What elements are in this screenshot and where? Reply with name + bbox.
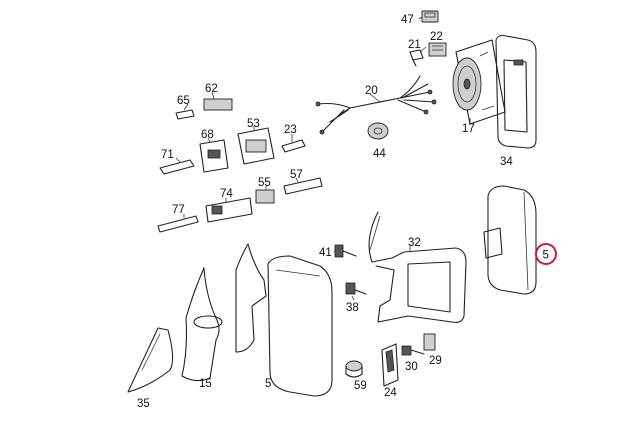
part-30-screw: [401, 345, 425, 356]
label-17: 17: [462, 123, 475, 135]
part-34-glass: [495, 34, 537, 149]
label-53: 53: [247, 118, 260, 130]
label-74: 74: [220, 188, 233, 200]
part-5-mirror-assembly-lower: [235, 243, 333, 397]
label-55: 55: [258, 177, 271, 189]
part-24-plate: [381, 343, 399, 387]
part-53-connector: [237, 127, 275, 165]
label-77: 77: [172, 204, 185, 216]
label-59: 59: [354, 380, 367, 392]
part-17-adjuster: [452, 39, 506, 125]
part-57-terminal: [283, 177, 323, 195]
part-44-grommet: [367, 122, 389, 140]
part-68-connector: [199, 139, 229, 173]
part-77-terminal: [157, 215, 199, 233]
part-23-clip: [281, 139, 306, 153]
label-32: 32: [408, 237, 421, 249]
part-74-plug: [205, 197, 253, 223]
part-71-terminal: [159, 159, 195, 175]
part-47-connector: [421, 10, 439, 23]
leader-lines: [175, 16, 471, 301]
part-5-mirror-housing-upper: [483, 185, 537, 295]
part-22-plug: [428, 42, 447, 57]
label-29: 29: [429, 355, 442, 367]
label-20: 20: [365, 85, 378, 97]
label-21: 21: [408, 39, 421, 51]
label-38: 38: [346, 302, 359, 314]
highlight-ring[interactable]: [535, 243, 557, 265]
part-62-housing: [203, 98, 233, 111]
label-44: 44: [373, 148, 386, 160]
label-15: 15: [199, 378, 212, 390]
part-21-plug: [409, 49, 424, 67]
part-41-screw: [334, 244, 357, 258]
label-47: 47: [401, 14, 414, 26]
label-34: 34: [500, 156, 513, 168]
part-35-cover: [127, 327, 174, 393]
label-57: 57: [290, 169, 303, 181]
part-29-clip: [423, 333, 436, 351]
part-32-bracket: [368, 211, 467, 323]
label-68: 68: [201, 129, 214, 141]
highlighted-part-callout[interactable]: 5: [535, 243, 557, 265]
part-59-cap: [345, 360, 363, 378]
part-38-bolt: [345, 282, 367, 295]
label-65: 65: [177, 95, 190, 107]
part-15-arm-cover: [181, 267, 223, 382]
label-30: 30: [405, 361, 418, 373]
label-71: 71: [161, 149, 174, 161]
label-41: 41: [319, 247, 332, 259]
label-35: 35: [137, 398, 150, 410]
label-23: 23: [284, 124, 297, 136]
label-5-highlighted[interactable]: 5: [543, 250, 549, 262]
part-labels: 47 21 22 17 34 20 65 62 68 53 23 44 71 7…: [137, 14, 513, 410]
part-65-terminal: [175, 109, 195, 120]
part-20-harness: [315, 75, 437, 135]
part-55-connector: [255, 189, 275, 204]
label-24: 24: [384, 387, 397, 399]
label-5-lower: 5: [265, 378, 271, 390]
label-22: 22: [430, 31, 443, 43]
label-62: 62: [205, 83, 218, 95]
